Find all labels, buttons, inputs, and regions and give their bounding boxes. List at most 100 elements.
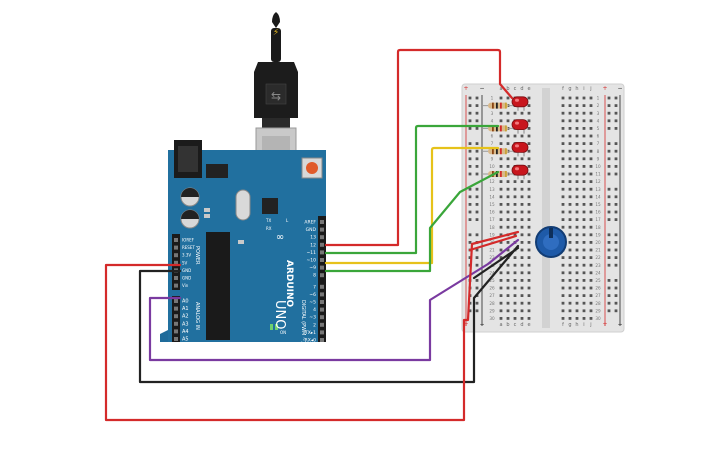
breadboard-hole[interactable] (582, 248, 586, 252)
breadboard-hole[interactable] (582, 309, 586, 313)
breadboard-hole[interactable] (506, 286, 510, 290)
breadboard-hole[interactable] (575, 134, 579, 138)
breadboard-hole[interactable] (568, 309, 572, 313)
breadboard-hole[interactable] (506, 241, 510, 244)
breadboard-hole[interactable] (527, 218, 531, 221)
breadboard-hole[interactable] (561, 165, 565, 168)
rail-hole[interactable] (475, 301, 479, 305)
breadboard-hole[interactable] (520, 241, 524, 244)
rail-hole[interactable] (475, 248, 479, 252)
breadboard-hole[interactable] (582, 96, 586, 100)
breadboard-hole[interactable] (575, 286, 579, 290)
rail-hole[interactable] (607, 149, 611, 153)
breadboard-hole[interactable] (561, 195, 565, 199)
breadboard-hole[interactable] (568, 301, 572, 305)
breadboard-hole[interactable] (520, 248, 524, 252)
breadboard-hole[interactable] (520, 271, 524, 275)
breadboard-hole[interactable] (568, 149, 572, 153)
breadboard-hole[interactable] (575, 180, 579, 183)
breadboard-hole[interactable] (527, 263, 531, 267)
breadboard-hole[interactable] (582, 279, 586, 282)
breadboard-hole[interactable] (520, 218, 524, 221)
rail-hole[interactable] (607, 256, 611, 259)
breadboard-hole[interactable] (520, 256, 524, 259)
rail-hole[interactable] (475, 256, 479, 259)
breadboard-hole[interactable] (506, 309, 510, 313)
breadboard-hole[interactable] (575, 218, 579, 221)
breadboard-hole[interactable] (582, 263, 586, 267)
rail-hole[interactable] (614, 119, 618, 123)
rail-hole[interactable] (614, 233, 618, 237)
breadboard-hole[interactable] (568, 96, 572, 100)
breadboard-hole[interactable] (589, 248, 593, 252)
rail-hole[interactable] (607, 248, 611, 252)
breadboard-hole[interactable] (589, 157, 593, 161)
breadboard-hole[interactable] (499, 241, 503, 244)
breadboard-hole[interactable] (527, 309, 531, 313)
breadboard-hole[interactable] (582, 241, 586, 244)
breadboard-hole[interactable] (568, 286, 572, 290)
breadboard-hole[interactable] (568, 111, 572, 115)
breadboard-hole[interactable] (520, 203, 524, 206)
breadboard-hole[interactable] (575, 256, 579, 259)
breadboard-hole[interactable] (561, 157, 565, 161)
breadboard-hole[interactable] (575, 187, 579, 191)
breadboard-hole[interactable] (499, 301, 503, 305)
breadboard-hole[interactable] (589, 172, 593, 176)
breadboard-hole[interactable] (589, 149, 593, 153)
breadboard-hole[interactable] (561, 127, 565, 130)
power-pin[interactable] (174, 283, 178, 288)
breadboard-hole[interactable] (506, 165, 510, 168)
breadboard-hole[interactable] (499, 187, 503, 191)
rail-hole[interactable] (475, 119, 479, 123)
rail-hole[interactable] (607, 111, 611, 115)
rail-hole[interactable] (614, 104, 618, 107)
breadboard-hole[interactable] (527, 256, 531, 259)
breadboard-hole[interactable] (575, 301, 579, 305)
breadboard-hole[interactable] (568, 187, 572, 191)
breadboard-hole[interactable] (589, 301, 593, 305)
breadboard-hole[interactable] (506, 210, 510, 214)
breadboard-hole[interactable] (582, 210, 586, 214)
breadboard-hole[interactable] (575, 149, 579, 153)
breadboard-hole[interactable] (506, 279, 510, 282)
breadboard-hole[interactable] (499, 142, 503, 145)
rail-hole[interactable] (468, 142, 472, 145)
breadboard-hole[interactable] (506, 248, 510, 252)
rail-hole[interactable] (607, 301, 611, 305)
breadboard-hole[interactable] (589, 96, 593, 100)
breadboard-hole[interactable] (513, 111, 517, 115)
breadboard-hole[interactable] (506, 157, 510, 161)
breadboard-hole[interactable] (561, 218, 565, 221)
breadboard-hole[interactable] (568, 127, 572, 130)
breadboard-hole[interactable] (506, 119, 510, 123)
breadboard-hole[interactable] (499, 225, 503, 229)
breadboard-hole[interactable] (568, 134, 572, 138)
breadboard-hole[interactable] (582, 104, 586, 107)
breadboard-hole[interactable] (527, 210, 531, 214)
breadboard-hole[interactable] (568, 142, 572, 145)
rail-hole[interactable] (607, 96, 611, 100)
breadboard-hole[interactable] (561, 225, 565, 229)
breadboard-hole[interactable] (513, 157, 517, 161)
digital-pin[interactable] (320, 235, 324, 240)
breadboard-hole[interactable] (582, 119, 586, 123)
rail-hole[interactable] (614, 210, 618, 214)
breadboard-hole[interactable] (527, 111, 531, 115)
breadboard-hole[interactable] (589, 187, 593, 191)
breadboard-hole[interactable] (527, 134, 531, 138)
rail-hole[interactable] (475, 195, 479, 199)
rail-hole[interactable] (607, 286, 611, 290)
breadboard-hole[interactable] (499, 317, 503, 320)
rail-hole[interactable] (475, 263, 479, 267)
rail-hole[interactable] (475, 210, 479, 214)
breadboard-hole[interactable] (589, 225, 593, 229)
rail-hole[interactable] (475, 149, 479, 153)
rail-hole[interactable] (468, 104, 472, 107)
breadboard-hole[interactable] (568, 279, 572, 282)
breadboard-hole[interactable] (499, 165, 503, 168)
rail-hole[interactable] (475, 172, 479, 176)
breadboard-hole[interactable] (568, 180, 572, 183)
breadboard-hole[interactable] (513, 225, 517, 229)
rail-hole[interactable] (468, 210, 472, 214)
